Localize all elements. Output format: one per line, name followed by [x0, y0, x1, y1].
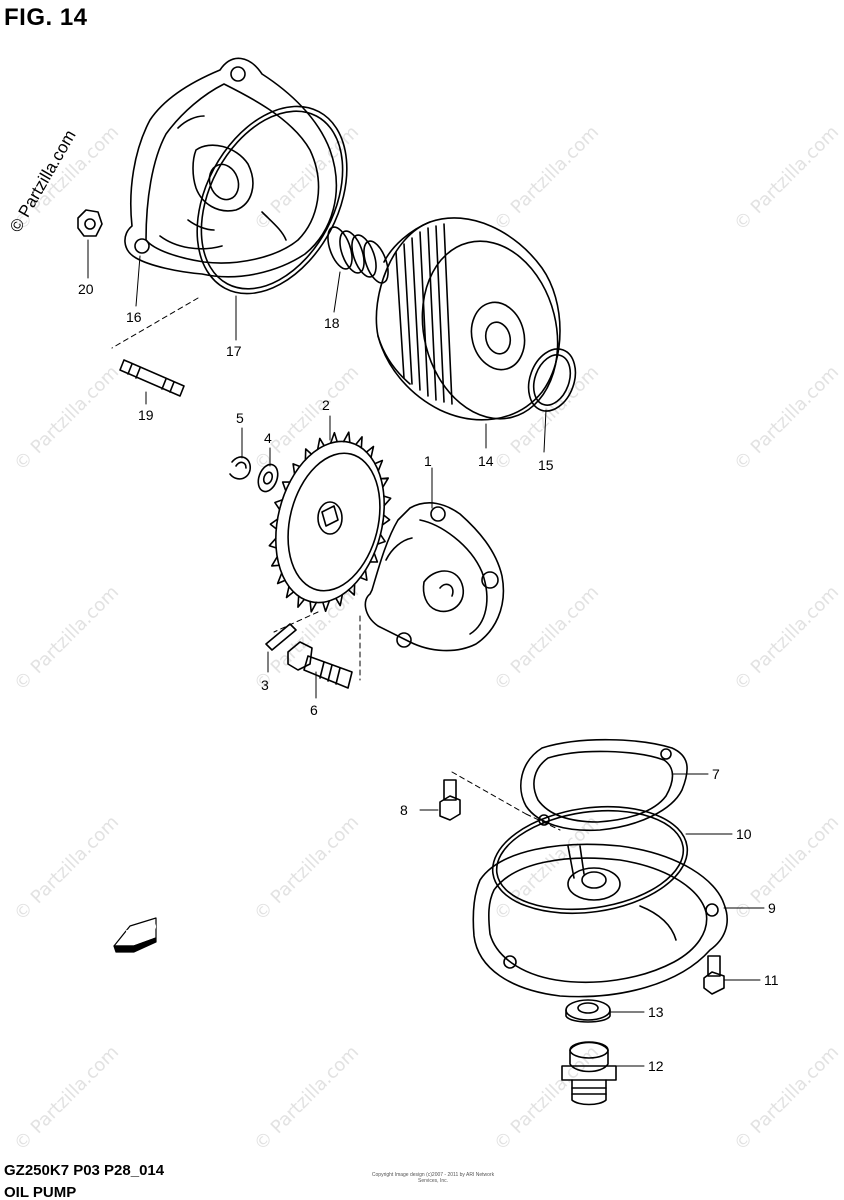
callout-4: 4	[264, 430, 272, 446]
bolt-part-8	[439, 779, 461, 821]
o-ring-part-15	[527, 348, 577, 412]
callout-5: 5	[236, 410, 244, 426]
callout-10: 10	[736, 826, 752, 842]
callout-12: 12	[648, 1058, 664, 1074]
callout-15: 15	[538, 457, 554, 473]
bolt-part-6	[287, 641, 353, 689]
callout-14: 14	[478, 453, 494, 469]
nut-part-20	[77, 209, 103, 237]
oil-pan-part-9	[472, 843, 728, 998]
washer-part-13	[565, 999, 611, 1023]
gear-part-2	[268, 431, 392, 613]
oil-filter-part-14	[375, 217, 561, 421]
spring-part-18	[327, 226, 389, 284]
circlip-part-5	[229, 456, 251, 480]
callout-7: 7	[712, 766, 720, 782]
callout-18: 18	[324, 315, 340, 331]
o-ring-part-10	[491, 805, 689, 915]
gasket-part-7	[520, 738, 688, 832]
callout-2: 2	[322, 397, 330, 413]
callout-13: 13	[648, 1004, 664, 1020]
o-ring-part-17	[196, 105, 348, 295]
washer-part-4	[257, 463, 279, 493]
part-callouts: 1 2 3 4 5 6 7 8 9 10 11 12 13 14 15 16 1…	[78, 281, 779, 1074]
stud-bolt-part-19	[119, 359, 185, 397]
callout-3: 3	[261, 677, 269, 693]
callout-16: 16	[126, 309, 142, 325]
fwd-arrow-icon	[113, 917, 157, 953]
drain-plug-part-12	[561, 1041, 617, 1106]
callout-1: 1	[424, 453, 432, 469]
copyright-notice: Copyright Image design (c)2007 - 2011 by…	[371, 1172, 495, 1184]
bolt-part-11	[703, 955, 725, 995]
callout-9: 9	[768, 900, 776, 916]
oil-filter-cap-part-16	[124, 57, 338, 278]
oil-pump-part-1	[364, 502, 505, 652]
gear-teeth	[268, 431, 392, 613]
model-code: GZ250K7 P03 P28_014	[4, 1162, 165, 1179]
model-name: OIL PUMP	[4, 1184, 77, 1198]
figure-title: FIG. 14	[4, 4, 88, 31]
callout-6: 6	[310, 702, 318, 718]
callout-19: 19	[138, 407, 154, 423]
pin-part-3	[265, 623, 297, 651]
callout-11: 11	[764, 972, 779, 988]
callout-17: 17	[226, 343, 242, 359]
callout-20: 20	[78, 281, 94, 297]
callout-8: 8	[400, 802, 408, 818]
